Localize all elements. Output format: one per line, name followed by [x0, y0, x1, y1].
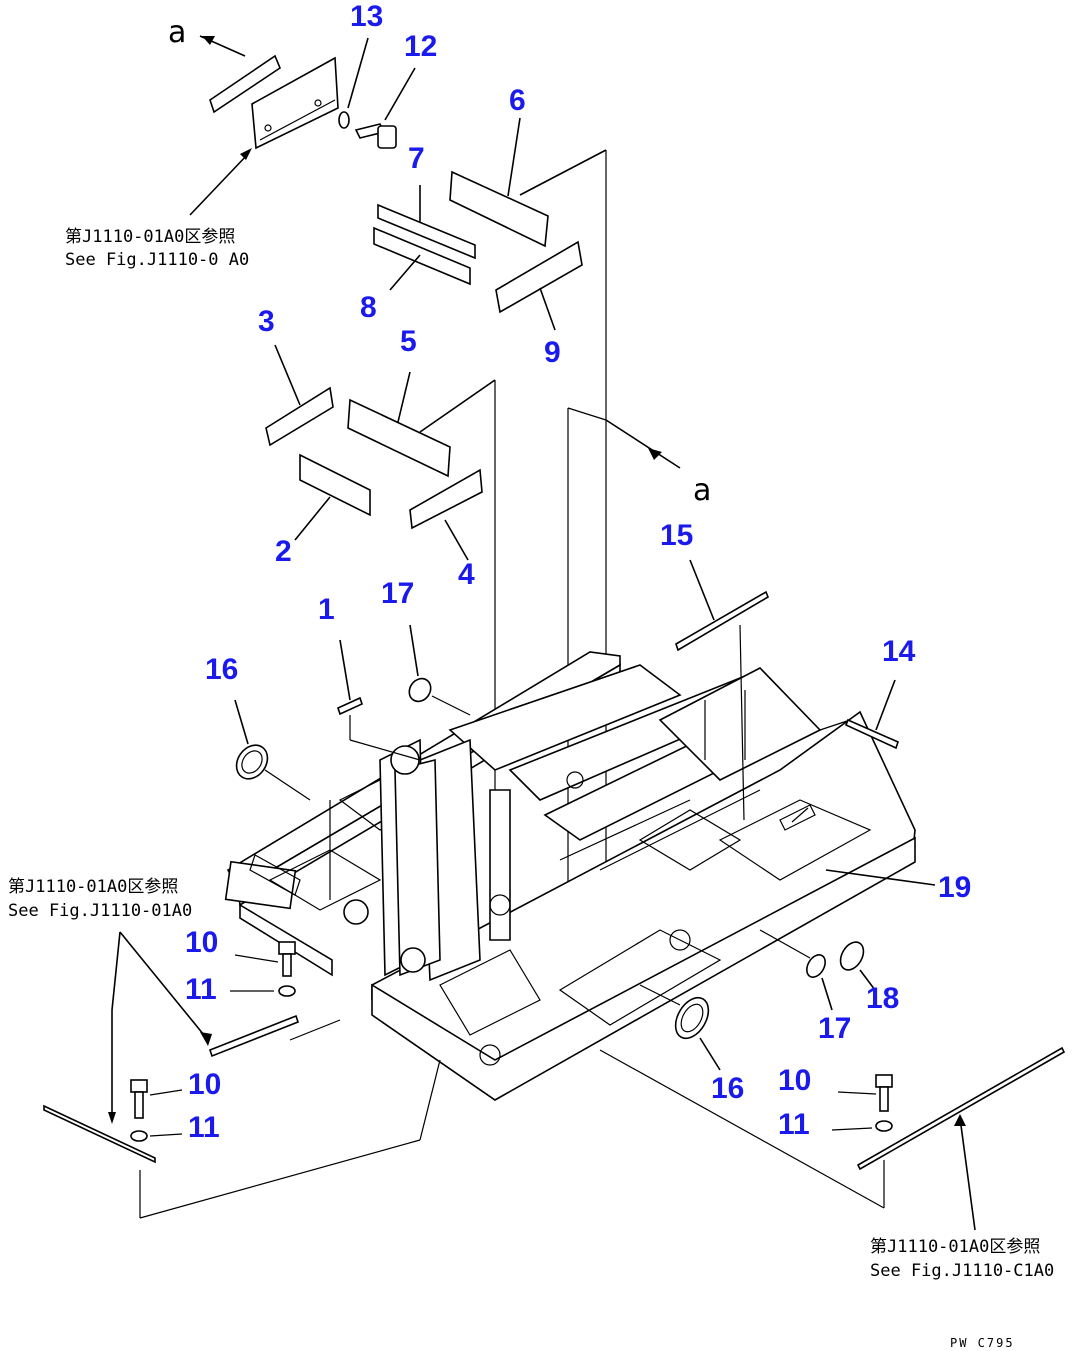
callout-9: 9: [544, 336, 561, 369]
part-15-bar: [675, 559, 769, 821]
callout-14: 14: [882, 635, 916, 668]
callout-16-left: 16: [205, 653, 238, 686]
view-marker-top: a: [168, 15, 186, 50]
reference-en-top: See Fig.J1110-0 A0: [65, 250, 249, 270]
part-12-bolt: [354, 67, 416, 149]
side-cover-left: [43, 931, 341, 1164]
callout-11-right: 11: [778, 1108, 810, 1141]
part-17-ring-upper: [408, 624, 471, 716]
side-cover-right: [856, 1046, 1066, 1231]
part-4-plate: [409, 468, 483, 561]
callout-3: 3: [258, 305, 275, 338]
part-11-washer-left-upper: [230, 985, 296, 997]
part-rear-cover-group: [189, 54, 339, 216]
part-10-bolt-right: [837, 1074, 893, 1112]
part-1-block: [337, 639, 421, 761]
part-16-ring-left: [234, 699, 311, 801]
drawing-code: PW C795: [950, 1336, 1015, 1350]
reference-ja-right: 第J1110-01A0区参照: [870, 1237, 1040, 1257]
callout-10-right: 10: [778, 1064, 811, 1097]
reference-en-left: See Fig.J1110-01A0: [8, 901, 192, 921]
part-5-plate: [347, 371, 496, 478]
part-10-bolt-left-upper: [234, 941, 296, 977]
part-16-ring-right: [639, 984, 721, 1071]
part-11-washer-right: [831, 1120, 893, 1132]
part-17-ring-lower: [759, 929, 833, 1011]
callout-1: 1: [318, 593, 335, 626]
revolving-frame: [224, 651, 916, 1101]
callout-11-left-lower: 11: [188, 1111, 220, 1144]
reference-en-right: See Fig.J1110-C1A0: [870, 1261, 1054, 1281]
part-9-plate: [495, 240, 583, 331]
callout-8: 8: [360, 291, 377, 324]
part-2-plate: [294, 453, 371, 541]
callout-17-upper: 17: [381, 577, 414, 610]
callout-15: 15: [660, 519, 693, 552]
callout-11-left-upper: 11: [185, 973, 217, 1006]
part-6-plate: [449, 117, 607, 248]
bottom-reference-lines: [139, 1049, 885, 1219]
callout-18: 18: [866, 982, 899, 1015]
callout-12: 12: [404, 30, 437, 63]
part-10-bolt-left-lower: [130, 1079, 183, 1119]
view-marker-mid: a: [693, 473, 711, 508]
callout-4: 4: [458, 558, 475, 591]
callout-7: 7: [408, 142, 425, 175]
callout-19: 19: [938, 871, 971, 904]
callout-2: 2: [275, 535, 292, 568]
part-7-plate: [377, 185, 476, 260]
part-14-bar: [844, 679, 899, 750]
part-18-ring: [839, 941, 876, 991]
callout-6: 6: [509, 84, 526, 117]
callout-17-lower: 17: [818, 1012, 851, 1045]
part-3-plate: [265, 344, 334, 447]
callout-13: 13: [350, 0, 383, 33]
callout-10-left-upper: 10: [185, 926, 218, 959]
callout-10-left-lower: 10: [188, 1068, 221, 1101]
callout-5: 5: [400, 325, 417, 358]
part-11-washer-left-lower: [130, 1130, 183, 1142]
part-8-plate: [373, 226, 471, 291]
reference-ja-top: 第J1110-01A0区参照: [65, 227, 235, 247]
reference-ja-left: 第J1110-01A0区参照: [8, 877, 178, 897]
part-19-leader: [825, 869, 936, 886]
callout-16-right: 16: [711, 1072, 744, 1105]
part-13-washer: [338, 37, 369, 129]
